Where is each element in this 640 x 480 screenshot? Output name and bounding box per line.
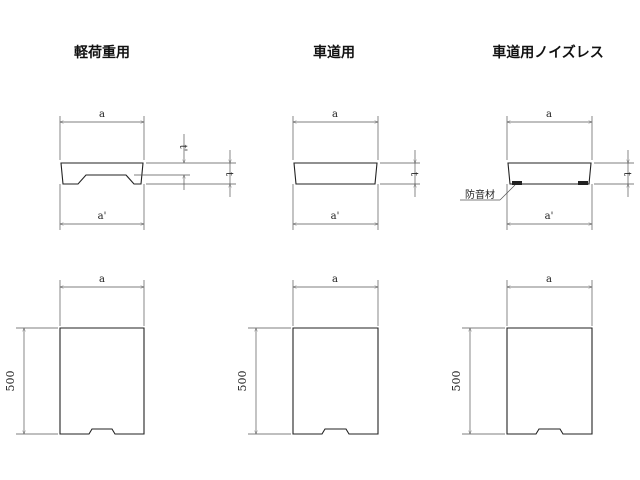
dim-label-t-prime: t' — [177, 145, 188, 152]
title-light-load: 軽荷重用 — [74, 45, 130, 61]
lid-profile-noiseless — [507, 162, 592, 185]
dim-label-t: t — [621, 172, 632, 176]
road-cross-section: a a' t — [292, 109, 420, 230]
dim-label-height: 500 — [4, 371, 17, 392]
dim-label-a: a — [546, 109, 552, 120]
lid-front-light — [59, 327, 145, 435]
dim-label-a-prime: a' — [545, 211, 554, 222]
title-road-noiseless: 車道用ノイズレス — [492, 45, 604, 61]
road-front-view: a 500 — [236, 274, 379, 435]
label-soundproof-material: 防音材 — [465, 188, 495, 201]
noiseless-front-view: a 500 — [450, 274, 593, 435]
dim-label-height: 500 — [450, 371, 463, 392]
dim-label-t: t — [223, 172, 234, 176]
dim-label-a: a — [332, 109, 338, 120]
lid-front-noiseless — [506, 327, 593, 435]
title-road: 車道用 — [313, 45, 355, 61]
soundproof-pad-right — [578, 181, 588, 185]
dim-label-a: a — [99, 109, 105, 120]
light-load-front-view: a 500 — [4, 274, 145, 435]
lid-profile-light — [60, 162, 144, 185]
dim-label-a: a — [99, 274, 105, 285]
dim-label-a-prime: a' — [331, 211, 340, 222]
dim-label-t: t — [408, 172, 419, 176]
leader-soundproof — [499, 184, 516, 201]
noiseless-cross-section: a a' t 防音材 — [460, 109, 634, 230]
lid-front-road — [292, 327, 379, 435]
dim-label-a-prime: a' — [98, 211, 107, 222]
dim-label-a: a — [546, 274, 552, 285]
dim-label-a: a — [332, 274, 338, 285]
soundproof-pad-left — [512, 181, 522, 185]
dim-label-height: 500 — [236, 371, 249, 392]
light-load-cross-section: a a' t' t — [59, 109, 236, 230]
lid-profile-road — [293, 162, 378, 185]
